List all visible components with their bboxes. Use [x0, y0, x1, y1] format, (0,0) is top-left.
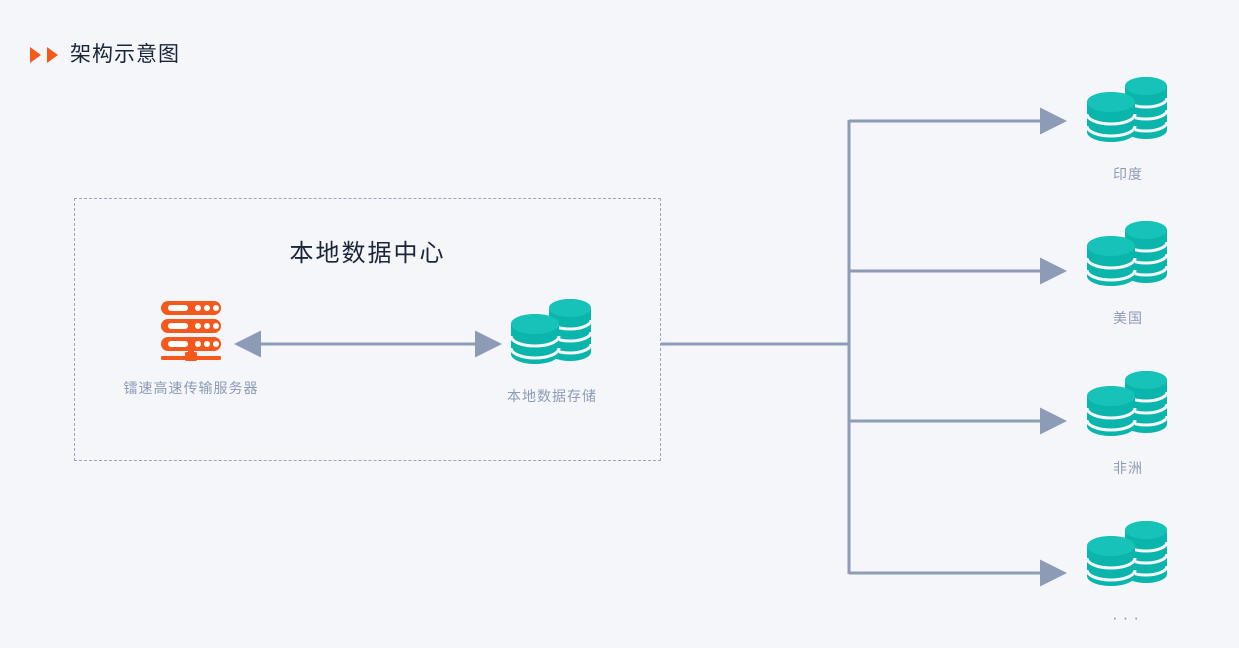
database-stack-icon	[1085, 77, 1169, 142]
link-zone-to-spine	[661, 120, 851, 574]
node-region-india[interactable]: 印度	[1063, 76, 1193, 184]
server-rack-icon	[161, 301, 221, 361]
node-label: 镭速高速传输服务器	[123, 380, 259, 396]
page-title: 架构示意图	[70, 43, 180, 66]
node-region-more[interactable]: ···	[1063, 520, 1193, 628]
page-header: 架构示意图	[30, 44, 180, 65]
local-data-center-boundary: 本地数据中心	[74, 198, 661, 461]
node-local-storage[interactable]: 本地数据存储	[487, 298, 617, 406]
database-stack-icon	[509, 299, 593, 364]
database-stack-icon	[1085, 521, 1169, 586]
node-label: 本地数据存储	[507, 388, 597, 404]
node-label: 印度	[1113, 166, 1143, 182]
local-data-center-title: 本地数据中心	[289, 240, 446, 267]
node-transfer-server[interactable]: 镭速高速传输服务器	[123, 300, 259, 398]
bullet-icons	[30, 46, 58, 63]
database-stack-icon	[1085, 371, 1169, 436]
node-label: 非洲	[1113, 460, 1143, 476]
node-region-usa[interactable]: 美国	[1063, 220, 1193, 328]
node-region-africa[interactable]: 非洲	[1063, 370, 1193, 478]
triangle-right-icon	[30, 46, 41, 63]
triangle-right-icon	[47, 46, 58, 63]
node-label: ···	[1112, 608, 1144, 627]
node-label: 美国	[1113, 310, 1143, 326]
database-stack-icon	[1085, 221, 1169, 286]
